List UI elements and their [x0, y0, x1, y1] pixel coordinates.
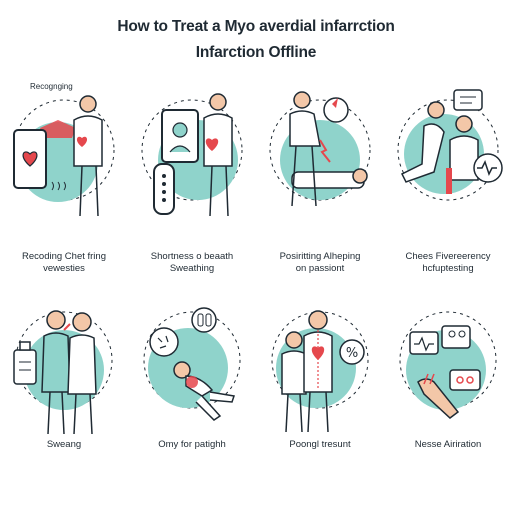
step-caption: Recoding Chet fring vewesties [22, 251, 106, 274]
step-caption: Nesse Airiration [414, 439, 482, 450]
kneeling-heartbeat-icon [384, 80, 512, 230]
fallen-person-pills-icon [128, 300, 256, 450]
step-caption: Sweang [46, 439, 82, 450]
page-subtitle: Infarction Offline [195, 44, 317, 61]
svg-text:%: % [346, 346, 358, 361]
hand-chat-bubbles-icon [384, 300, 512, 450]
telephone-person-icon [128, 80, 256, 230]
step-caption: Chees Fivereerency hcfuptesting [405, 251, 491, 274]
helping-lying-patient-icon [256, 80, 384, 230]
step-label: Recognging [30, 82, 73, 91]
step-caption: Omy for patighh [158, 439, 226, 450]
step-caption: Poongl tresunt [289, 439, 351, 450]
two-people-percent-icon: % [256, 300, 384, 450]
step-caption: Posiritting Alheping on passiont [279, 251, 361, 274]
step-caption: Shortness o beaath Sweathing [150, 251, 234, 274]
page-title: How to Treat a Myo averdial infarrction [117, 18, 395, 35]
medicine-bottle-people-icon [0, 300, 128, 450]
phone-heart-person-icon [0, 80, 128, 230]
